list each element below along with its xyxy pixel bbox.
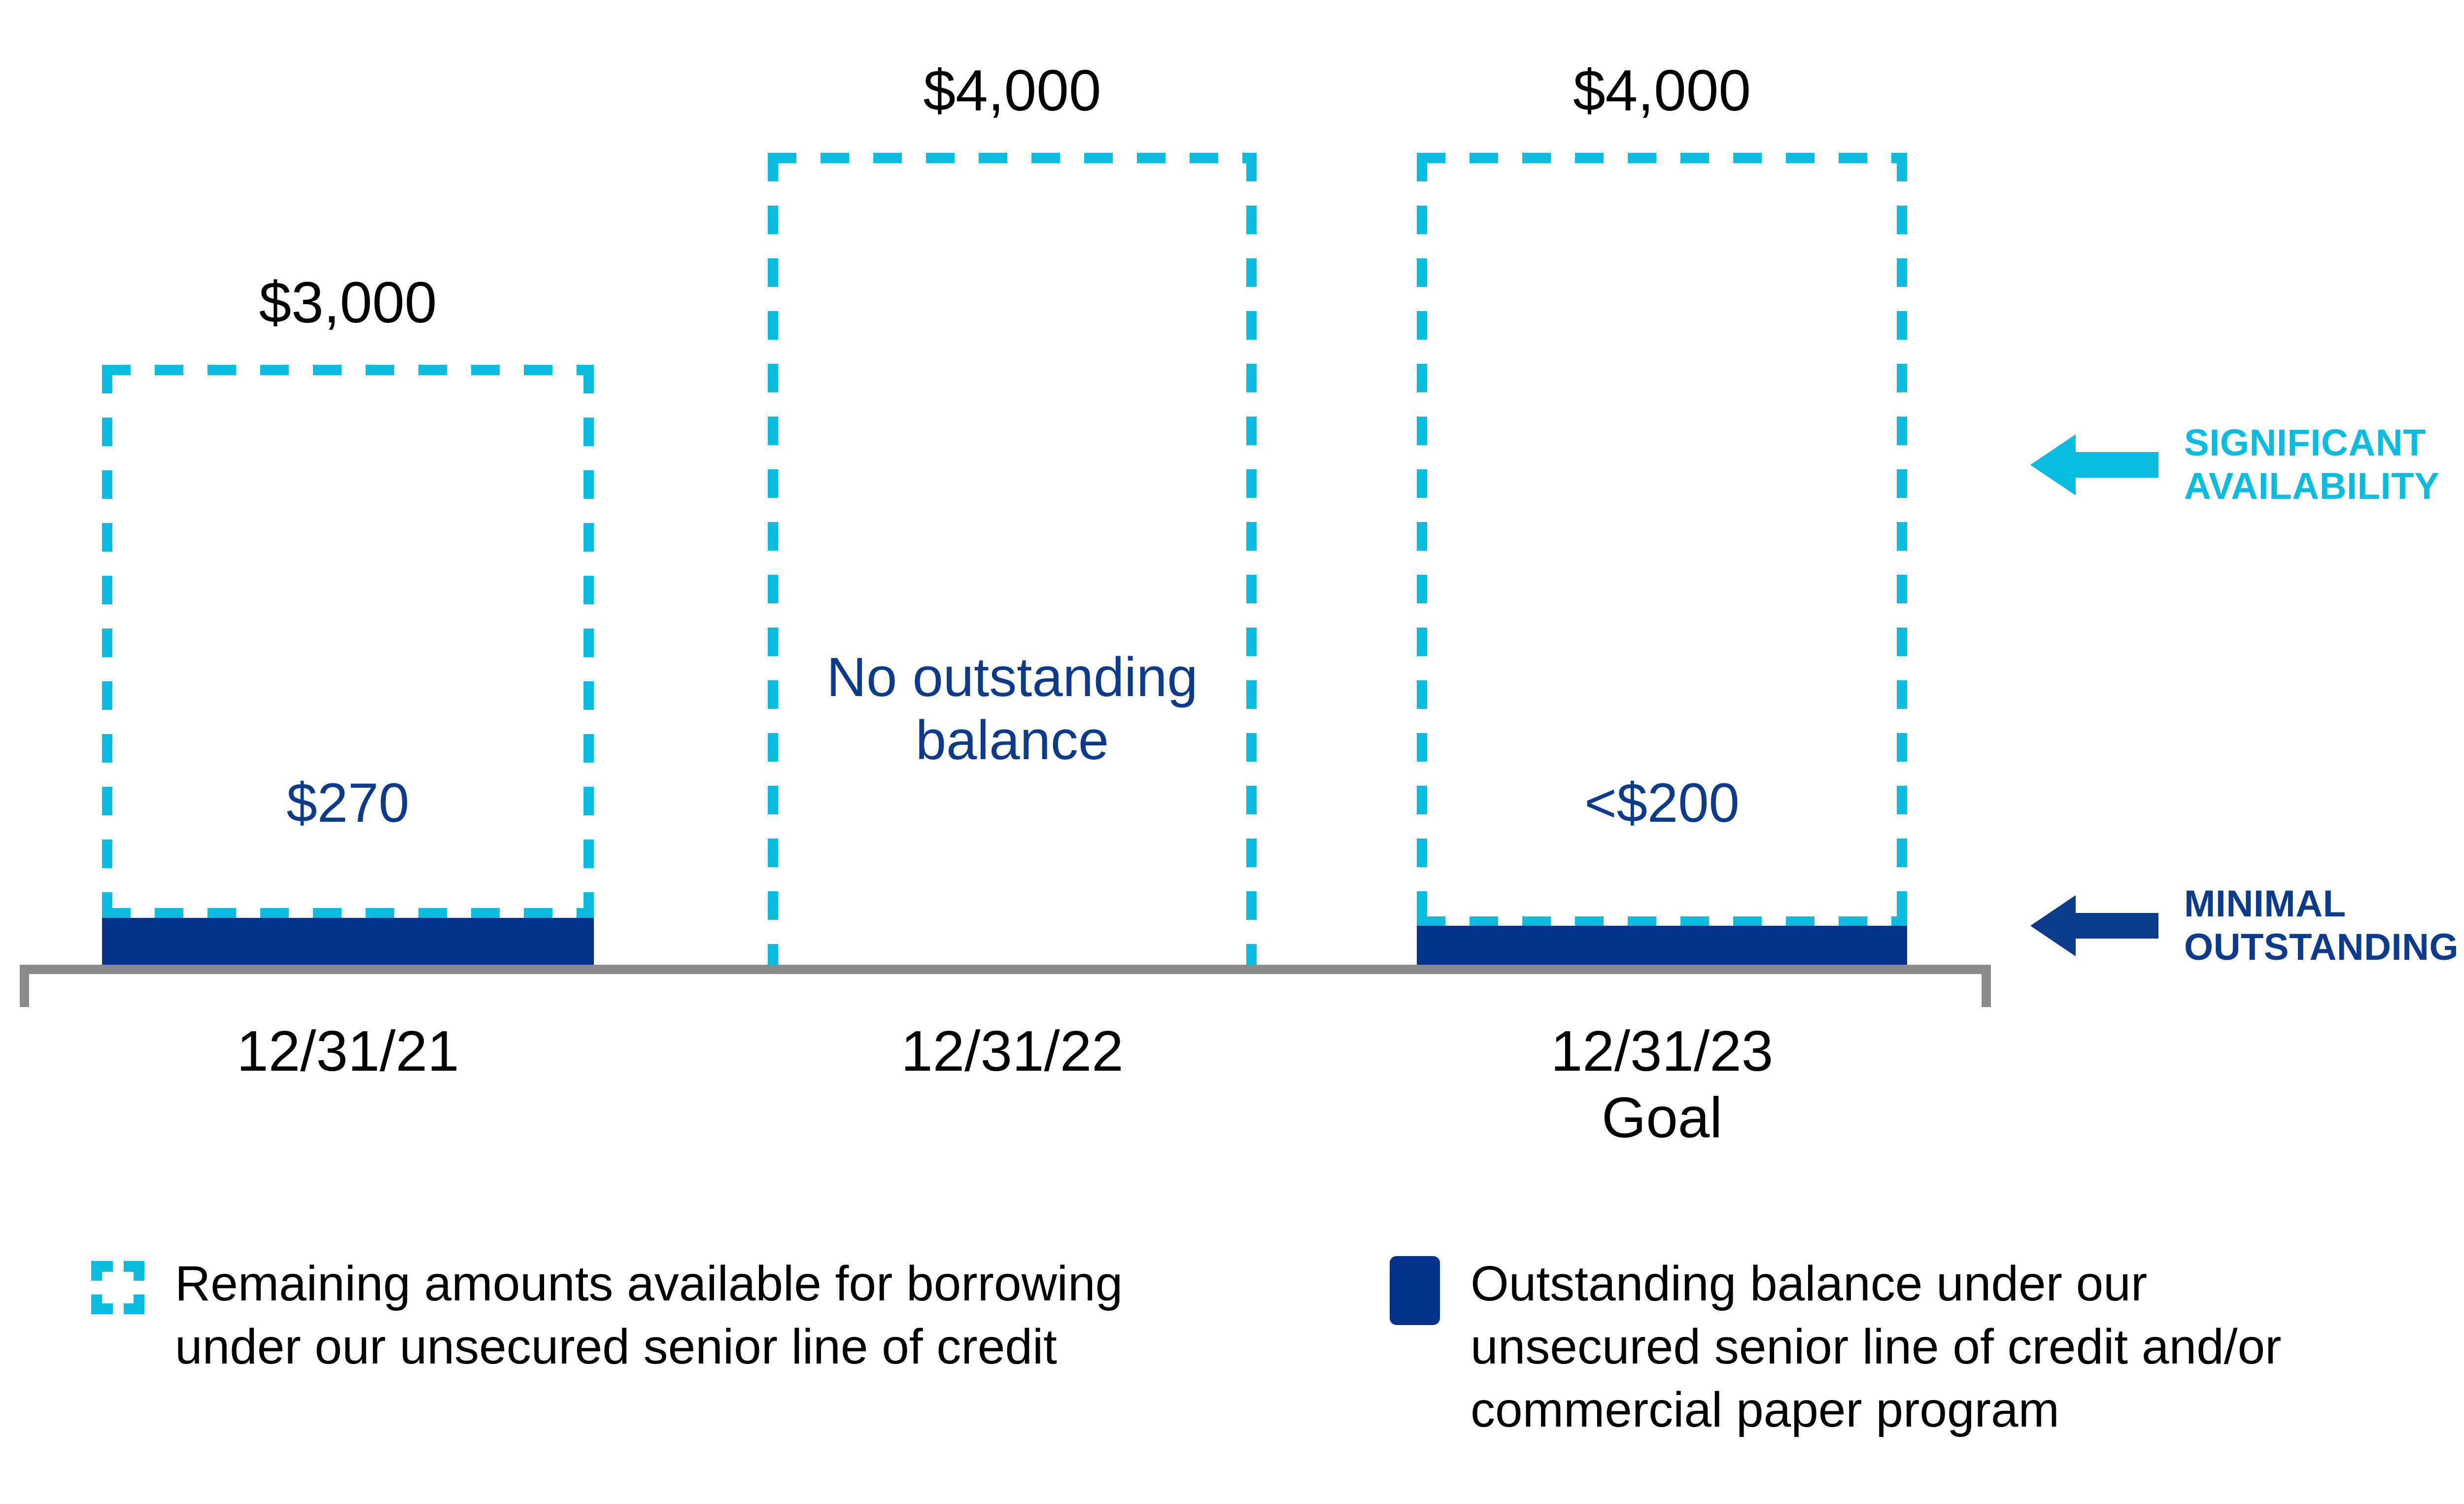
dash-edge-left <box>102 365 112 918</box>
x-tick-sublabel-3: Goal <box>1601 1085 1723 1150</box>
callout-minimal-outstanding: MINIMAL OUTSTANDING <box>2030 882 2459 969</box>
outstanding-bar-3 <box>1417 926 1907 965</box>
x-axis-line <box>20 965 1991 974</box>
availability-box-3 <box>1417 153 1907 927</box>
legend-item-available: Remaining amounts available for borrowin… <box>91 1252 1123 1378</box>
dash-edge-bottom <box>102 908 594 918</box>
bar-cap-label-1: $3,000 <box>259 270 437 335</box>
x-axis-left-tick <box>20 965 29 1007</box>
legend-item-outstanding: Outstanding balance under our unsecured … <box>1390 1252 2281 1441</box>
dash-edge-top <box>768 153 1257 163</box>
dash-edge-right <box>583 365 594 918</box>
bar-inner-label-3: <$200 <box>1584 772 1740 834</box>
x-tick-label-1: 12/31/21 <box>237 1019 459 1083</box>
dash-edge-top <box>102 365 594 375</box>
callout-label: SIGNIFICANT AVAILABILITY <box>2184 422 2440 508</box>
chart-legend: Remaining amounts available for borrowin… <box>0 1198 2464 1504</box>
outstanding-bar-1 <box>102 918 594 965</box>
dash-edge-top <box>1417 153 1907 163</box>
bar-inner-label-2: No outstanding balance <box>826 646 1198 771</box>
solid-square-swatch-icon <box>1390 1256 1440 1325</box>
callout-label: MINIMAL OUTSTANDING <box>2184 883 2459 969</box>
left-arrow-icon <box>2030 891 2158 960</box>
dash-edge-right <box>1897 153 1907 927</box>
dash-edge-left <box>768 153 778 966</box>
legend-label: Outstanding balance under our unsecured … <box>1471 1256 2282 1437</box>
bar-inner-label-1: $270 <box>286 772 410 834</box>
bar-cap-label-3: $4,000 <box>1573 58 1751 123</box>
availability-box-2 <box>768 153 1257 966</box>
left-arrow-icon <box>2030 430 2158 499</box>
callout-significant-availability: SIGNIFICANT AVAILABILITY <box>2030 421 2439 508</box>
x-tick-label-3: 12/31/23 <box>1550 1019 1774 1083</box>
dash-edge-bottom <box>1417 916 1907 927</box>
availability-box-1 <box>102 365 594 918</box>
legend-label: Remaining amounts available for borrowin… <box>175 1256 1123 1374</box>
x-tick-label-2: 12/31/22 <box>901 1019 1124 1083</box>
dashed-square-swatch-icon <box>91 1261 144 1314</box>
dash-edge-left <box>1417 153 1427 927</box>
dash-edge-right <box>1246 153 1257 966</box>
x-axis-right-tick <box>1982 965 1991 1007</box>
chart-plot-area: $3,000 $270 $4,000 No outstanding balanc… <box>20 58 2459 1150</box>
bar-cap-label-2: $4,000 <box>923 58 1101 123</box>
